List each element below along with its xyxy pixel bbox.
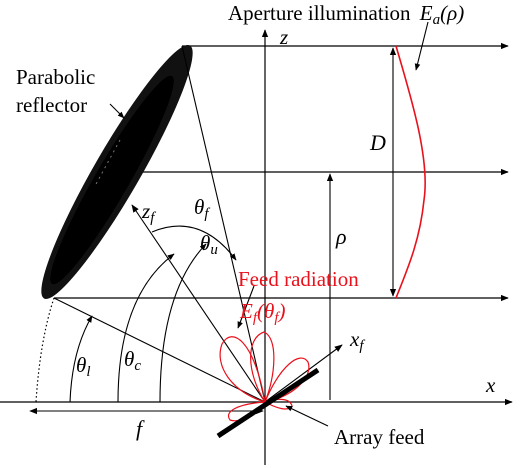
feed-axis-xf xyxy=(264,344,343,403)
zf-label: zf xyxy=(141,199,156,226)
x-axis-label: x xyxy=(485,373,496,397)
theta-l-label: θl xyxy=(76,353,91,380)
z-axis-label: z xyxy=(279,25,288,49)
parabola-extension-dotted xyxy=(35,297,55,403)
feed-to-top-edge-line xyxy=(181,45,266,403)
feed-axis-zf xyxy=(131,204,266,403)
feed-radiation-label: Feed radiation xyxy=(238,267,359,291)
aperture-illumination-curve xyxy=(395,45,426,299)
parabolic-label: Parabolic xyxy=(16,65,95,89)
aperture-label-pointer xyxy=(414,21,429,71)
feed-label-pointer xyxy=(237,285,255,329)
array-feed-pointer xyxy=(285,405,329,427)
rho-label: ρ xyxy=(335,224,347,249)
array-feed-label: Array feed xyxy=(334,425,425,449)
f-label: f xyxy=(136,416,145,441)
theta-c-arc xyxy=(117,253,175,403)
theta-u-arc xyxy=(159,243,207,403)
aperture-illumination-label: Aperture illumination Ea(ρ) xyxy=(228,1,464,28)
reflector-label: reflector xyxy=(16,93,87,117)
parabolic-reflector xyxy=(41,45,193,299)
D-label: D xyxy=(369,130,386,155)
feed-to-bottom-edge-line xyxy=(53,297,266,403)
xf-label: xf xyxy=(349,327,365,354)
theta-u-label: θu xyxy=(200,231,218,258)
feed-radiation-symbol: Ef(θf) xyxy=(239,299,285,326)
theta-l-arc xyxy=(69,315,93,403)
theta-f-label: θf xyxy=(194,195,210,222)
array-feed xyxy=(216,367,320,439)
reflector-label-pointer xyxy=(109,103,125,119)
theta-f-arc xyxy=(151,225,237,261)
theta-c-label: θc xyxy=(124,347,141,374)
